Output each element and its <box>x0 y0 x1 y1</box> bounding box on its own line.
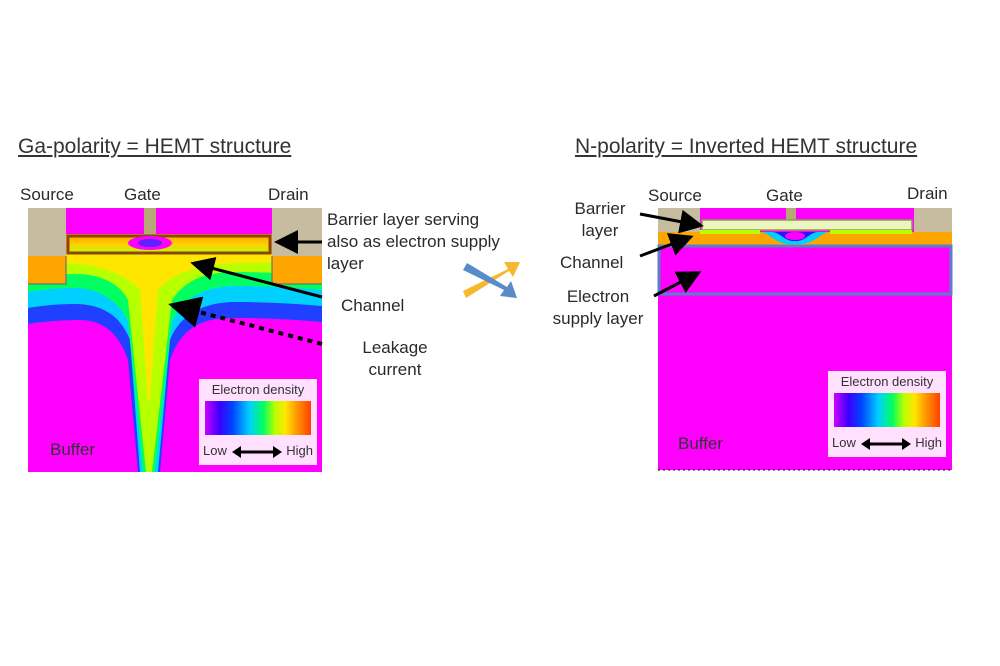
right-drain-label: Drain <box>907 184 948 203</box>
right-drain-contact <box>914 208 952 232</box>
left-cyan-band <box>28 236 322 472</box>
left-leakage-label: Leakage current <box>362 338 428 379</box>
left-gate-label: Gate <box>124 185 161 204</box>
left-barrier-top <box>66 208 272 234</box>
left-legend-title: Electron density <box>211 382 305 397</box>
left-source-label: Source <box>20 185 74 204</box>
right-channel-arrow <box>639 233 694 258</box>
left-source-contact <box>28 208 66 256</box>
left-channel-label: Channel <box>341 296 405 315</box>
right-device <box>639 208 953 471</box>
right-supply-layer-outline <box>657 244 953 296</box>
left-legend-gradient <box>205 401 311 435</box>
left-gate-metal <box>144 208 156 238</box>
right-legend-high: High <box>915 435 942 450</box>
right-barrier-label: Barrier layer <box>574 199 626 240</box>
right-supply-label: Electron supply layer <box>552 287 644 328</box>
right-source-label: Source <box>648 186 702 205</box>
right-panel-title: N-polarity = Inverted HEMT structure <box>575 135 918 158</box>
left-legend-double-arrow-icon <box>232 446 282 458</box>
left-buffer-label: Buffer <box>50 440 96 459</box>
right-legend-gradient <box>834 393 940 427</box>
left-drain-label: Drain <box>268 185 309 204</box>
polarity-swap-icon <box>463 262 520 298</box>
left-legend-high: High <box>286 443 313 458</box>
right-barrier-layer <box>701 219 913 231</box>
right-buffer-label: Buffer <box>678 434 724 453</box>
left-channel-arrow <box>190 256 323 299</box>
left-legend-low: Low <box>203 443 227 458</box>
right-channel-label: Channel <box>560 253 624 272</box>
left-legend: Electron density Low High <box>199 379 317 465</box>
right-legend-title: Electron density <box>840 374 934 389</box>
left-barrier-label: Barrier layer serving also as electron s… <box>327 210 500 273</box>
left-panel-title: Ga-polarity = HEMT structure <box>18 135 292 158</box>
right-gate-label: Gate <box>766 186 803 205</box>
right-supply-arrow <box>653 271 702 298</box>
right-barrier-arrow <box>639 209 704 234</box>
down-arrow <box>463 263 517 298</box>
right-legend-double-arrow-icon <box>861 438 911 450</box>
right-legend-low: Low <box>832 435 856 450</box>
right-gate-metal <box>786 208 796 222</box>
left-drain-contact <box>272 208 322 256</box>
right-legend: Electron density Low High <box>828 371 946 457</box>
